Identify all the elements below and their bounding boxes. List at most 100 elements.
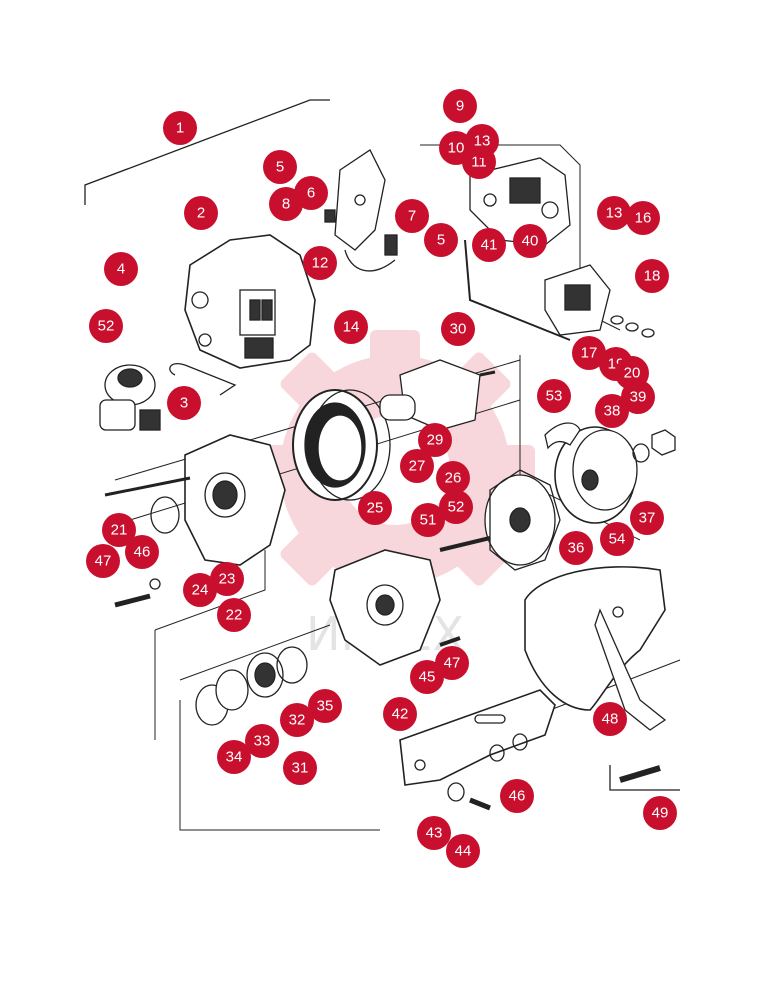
part-label-45: 45 — [410, 660, 444, 694]
svg-text:16: 16 — [635, 210, 652, 227]
part-label-17: 17 — [572, 336, 606, 370]
svg-text:29: 29 — [427, 432, 444, 449]
svg-text:36: 36 — [568, 540, 585, 557]
part-label-4: 4 — [104, 252, 138, 286]
fan — [484, 469, 561, 571]
part-label-46: 46 — [500, 779, 534, 813]
part-label-26: 26 — [436, 461, 470, 495]
part-label-23: 23 — [210, 562, 244, 596]
part-label-52: 52 — [439, 490, 473, 524]
part-label-9: 9 — [443, 89, 477, 123]
svg-text:13: 13 — [606, 205, 623, 222]
svg-text:23: 23 — [219, 571, 236, 588]
part-label-13: 13 — [597, 196, 631, 230]
svg-text:52: 52 — [448, 499, 465, 516]
belt-guard — [524, 566, 667, 731]
part-label-8: 8 — [269, 187, 303, 221]
svg-text:35: 35 — [317, 698, 334, 715]
svg-text:4: 4 — [117, 261, 125, 278]
svg-text:24: 24 — [192, 582, 209, 599]
part-label-2: 2 — [184, 196, 218, 230]
part-label-13: 13 — [465, 124, 499, 158]
part-label-54: 54 — [600, 522, 634, 556]
slip-ring-housing — [329, 549, 461, 666]
part-label-16: 16 — [626, 201, 660, 235]
svg-text:1: 1 — [176, 120, 184, 137]
part-label-7: 7 — [395, 199, 429, 233]
line-art — [84, 99, 681, 831]
svg-text:27: 27 — [409, 458, 426, 475]
svg-text:54: 54 — [609, 531, 626, 548]
part-label-1: 1 — [163, 111, 197, 145]
svg-text:10: 10 — [448, 140, 465, 157]
svg-text:5: 5 — [437, 232, 445, 249]
part-label-40: 40 — [513, 224, 547, 258]
rear-housing — [184, 234, 316, 369]
svg-text:39: 39 — [630, 389, 647, 406]
part-label-42: 42 — [383, 697, 417, 731]
svg-text:9: 9 — [456, 98, 464, 115]
svg-text:7: 7 — [408, 208, 416, 225]
svg-text:31: 31 — [292, 760, 309, 777]
part-label-25: 25 — [358, 491, 392, 525]
terminal-plate-assembly — [469, 157, 571, 246]
svg-text:45: 45 — [419, 669, 436, 686]
part-label-18: 18 — [635, 259, 669, 293]
svg-text:44: 44 — [455, 843, 472, 860]
rectifier — [544, 264, 611, 336]
svg-text:46: 46 — [134, 544, 151, 561]
part-label-29: 29 — [418, 423, 452, 457]
svg-text:40: 40 — [522, 233, 539, 250]
part-label-27: 27 — [400, 449, 434, 483]
part-label-44: 44 — [446, 834, 480, 868]
svg-text:53: 53 — [546, 388, 563, 405]
part-label-46: 46 — [125, 535, 159, 569]
svg-text:2: 2 — [197, 205, 205, 222]
part-label-37: 37 — [630, 501, 664, 535]
part-label-3: 3 — [167, 386, 201, 420]
part-label-49: 49 — [643, 796, 677, 830]
regulator-assembly — [324, 149, 398, 272]
svg-text:47: 47 — [444, 655, 461, 672]
part-label-43: 43 — [417, 816, 451, 850]
part-label-33: 33 — [245, 724, 279, 758]
rotor — [379, 359, 496, 431]
part-label-31: 31 — [283, 751, 317, 785]
svg-text:49: 49 — [652, 805, 669, 822]
svg-text:47: 47 — [95, 553, 112, 570]
svg-text:33: 33 — [254, 733, 271, 750]
part-label-48: 48 — [593, 702, 627, 736]
part-label-53: 53 — [537, 379, 571, 413]
part-label-5: 5 — [263, 150, 297, 184]
part-label-21: 21 — [102, 513, 136, 547]
mounting-bracket — [399, 689, 556, 786]
part-label-34: 34 — [217, 740, 251, 774]
part-label-32: 32 — [280, 703, 314, 737]
svg-text:14: 14 — [343, 319, 360, 336]
svg-text:20: 20 — [624, 365, 641, 382]
svg-text:43: 43 — [426, 825, 443, 842]
svg-text:42: 42 — [392, 706, 409, 723]
svg-text:12: 12 — [312, 255, 329, 272]
part-label-52: 52 — [89, 309, 123, 343]
part-label-38: 38 — [595, 394, 629, 428]
svg-text:22: 22 — [226, 607, 243, 624]
svg-text:52: 52 — [98, 318, 115, 335]
svg-text:51: 51 — [420, 512, 437, 529]
svg-text:17: 17 — [581, 345, 598, 362]
capacitor-assembly — [99, 364, 161, 431]
part-label-35: 35 — [308, 689, 342, 723]
drive-end-housing — [104, 434, 286, 566]
part-label-30: 30 — [441, 312, 475, 346]
part-label-47: 47 — [435, 646, 469, 680]
svg-text:21: 21 — [111, 522, 128, 539]
part-label-5: 5 — [424, 223, 458, 257]
svg-text:32: 32 — [289, 712, 306, 729]
svg-text:41: 41 — [481, 237, 498, 254]
svg-text:25: 25 — [367, 500, 384, 517]
part-label-12: 12 — [303, 246, 337, 280]
svg-text:46: 46 — [509, 788, 526, 805]
part-label-14: 14 — [334, 310, 368, 344]
part-label-36: 36 — [559, 531, 593, 565]
